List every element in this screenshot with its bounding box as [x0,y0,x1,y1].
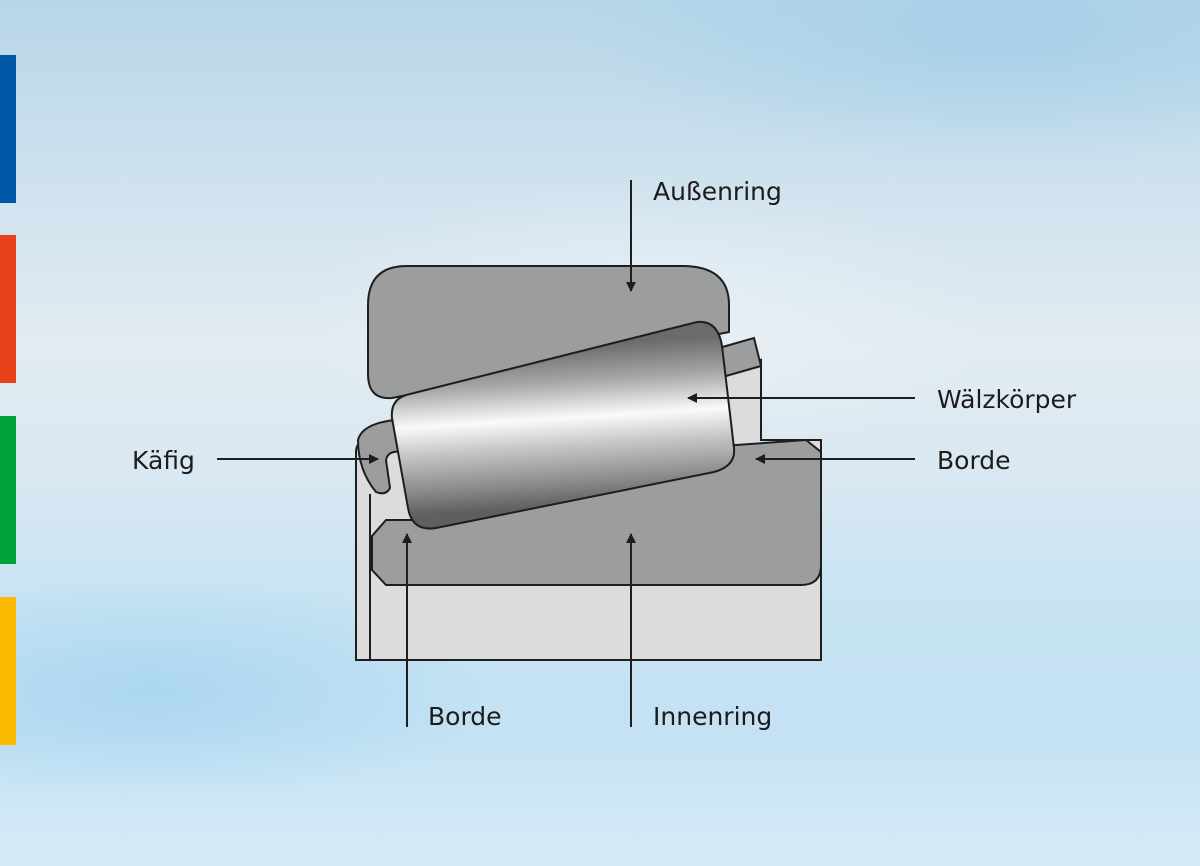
inner-ring [371,438,822,586]
accent-bar-yellow [0,597,16,745]
accent-bar-blue [0,55,16,203]
label-rib-bottom: Borde [428,702,502,731]
label-cage: Käfig [132,446,195,475]
label-rolling-element: Wälzkörper [937,385,1077,414]
accent-bar-orange [0,235,16,383]
accent-bar-green [0,416,16,564]
outer-ring [367,265,730,400]
label-inner-ring: Innenring [653,702,772,731]
label-rib-right: Borde [937,446,1011,475]
roller [390,320,736,530]
label-outer-ring: Außenring [653,177,782,206]
cage [356,418,404,495]
